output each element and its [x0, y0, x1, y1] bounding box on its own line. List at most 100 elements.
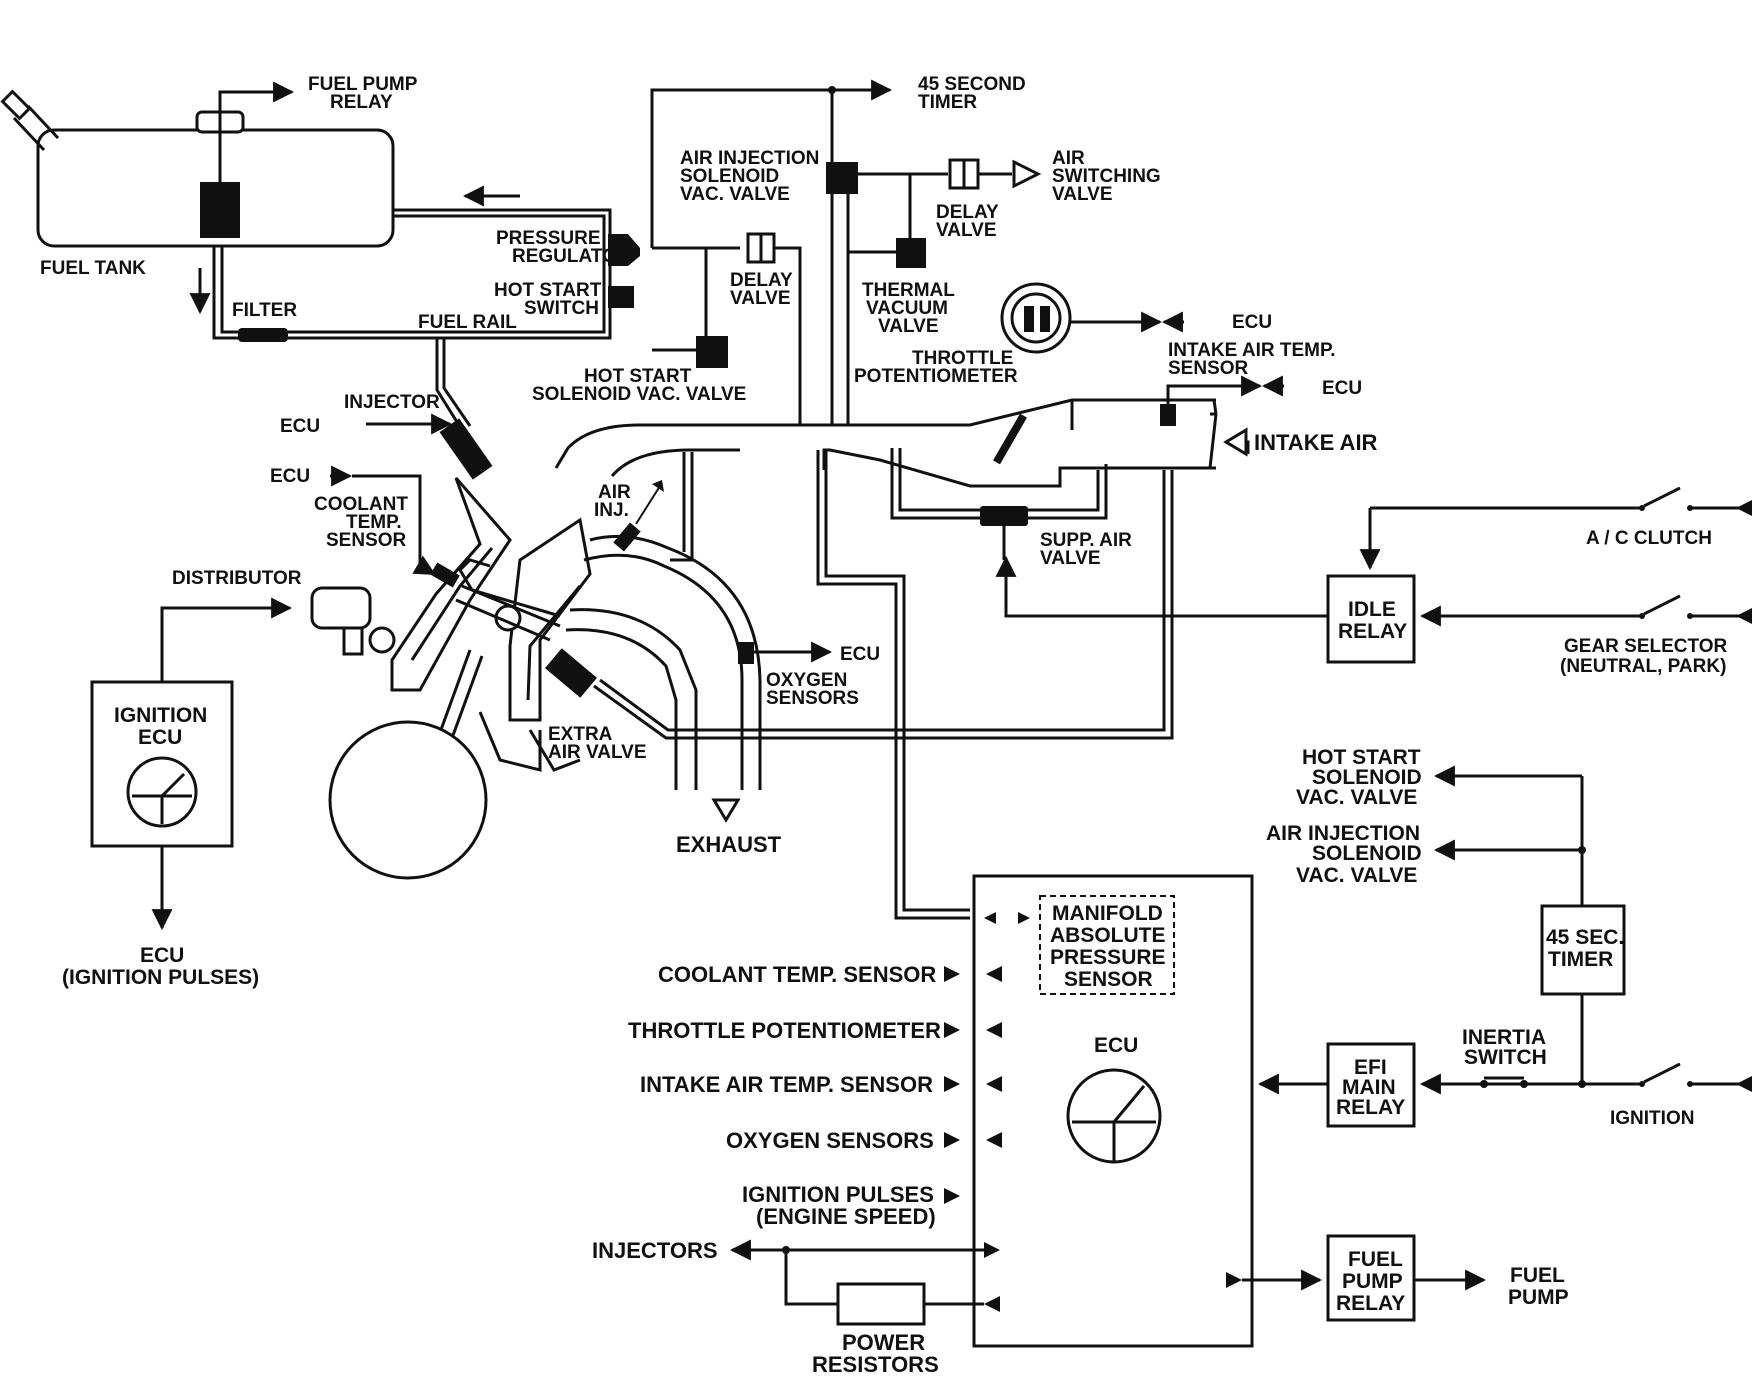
thermal-vacuum-valve-label-3: VALVE: [878, 316, 939, 337]
hot-start-switch: [608, 286, 634, 308]
fuel-pump-relay-label-2: RELAY: [330, 92, 393, 113]
supp-air-valve-label-2: VALVE: [1040, 548, 1101, 569]
ecu-intake-label: ECU: [1322, 378, 1362, 399]
fuel-pump-relay-box-label-2: PUMP: [1342, 1270, 1403, 1293]
ecu-input-intake-temp: INTAKE AIR TEMP. SENSOR: [640, 1072, 1002, 1097]
ecu-input-ignition-pulses-label: IGNITION PULSES: [742, 1182, 934, 1207]
hot-start-solenoid-label: HOT START: [584, 366, 692, 387]
extra-air-valve-label-2: AIR VALVE: [548, 742, 647, 763]
delay-valve-right-label: DELAY: [936, 202, 999, 223]
air-injection-solenoid-label: AIR INJECTION: [680, 148, 819, 169]
pressure-regulator: [608, 234, 640, 266]
timer-45-second-label: 45 SECOND: [918, 74, 1026, 95]
intake-manifold: [554, 398, 1218, 488]
ignition-ecu-symbol: [126, 756, 198, 828]
supp-air-valve: [980, 506, 1028, 526]
ecu-injector-label: ECU: [280, 416, 320, 437]
ecu-ignition-pulses-label-2: (IGNITION PULSES): [62, 966, 259, 989]
throttle-potentiometer-label: THROTTLE: [912, 348, 1013, 369]
hot-start-switch-label: HOT START: [494, 280, 602, 301]
idle-relay-label: IDLE: [1348, 598, 1396, 621]
ignition-switch: [1639, 1062, 1752, 1092]
oxygen-sensors-label: OXYGEN: [766, 670, 847, 691]
intake-air-temp-label: INTAKE AIR TEMP.: [1168, 340, 1336, 361]
thermal-vacuum-valve: [896, 238, 926, 268]
air-injection-solenoid-vac-valve: [826, 162, 858, 194]
fuel-pump-relay-box-label-3: RELAY: [1336, 1292, 1405, 1315]
power-resistors-label-2: RESISTORS: [812, 1352, 939, 1376]
map-sensor-label-4: SENSOR: [1064, 968, 1153, 991]
coolant-temp-label-3: SENSOR: [326, 530, 407, 551]
air-switching-valve-arrow: [1012, 159, 1042, 189]
ecu-throttle-label: ECU: [1232, 312, 1272, 333]
fuel-supply-line: [212, 246, 450, 340]
idle-relay-label-2: RELAY: [1338, 620, 1407, 643]
gear-selector-label-2: (NEUTRAL, PARK): [1560, 656, 1726, 677]
injectors-label: INJECTORS: [592, 1238, 718, 1263]
fuel-pump-label: FUEL: [1510, 1264, 1565, 1287]
fuel-pump-relay-box: [1326, 1234, 1416, 1322]
air-injection-right-label-3: VAC. VALVE: [1296, 864, 1417, 887]
map-sensor-label: MANIFOLD: [1052, 902, 1163, 925]
intake-air-label: INTAKE AIR: [1254, 430, 1378, 455]
fuel-tank-label: FUEL TANK: [40, 258, 146, 279]
air-inj-label-2: INJ.: [594, 500, 629, 521]
crankshaft: [328, 720, 488, 880]
ecu-input-ignition-pulses: IGNITION PULSES (ENGINE SPEED): [742, 1182, 960, 1229]
efi-main-relay-label-3: RELAY: [1336, 1096, 1405, 1119]
oxygen-sensor: [738, 642, 754, 664]
ecu-input-ignition-pulses-label-2: (ENGINE SPEED): [756, 1204, 936, 1229]
map-sensor-label-3: PRESSURE: [1050, 946, 1166, 969]
gear-selector-label: GEAR SELECTOR: [1564, 636, 1728, 657]
timer-45-sec-label: 45 SEC.: [1546, 926, 1624, 949]
fuel-rail-label: FUEL RAIL: [418, 312, 517, 333]
oxygen-sensors-label-2: SENSORS: [766, 688, 859, 709]
air-inj-label: AIR: [598, 482, 631, 503]
air-switching-valve-label-3: VALVE: [1052, 184, 1113, 205]
ignition-ecu-label-2: ECU: [138, 726, 182, 749]
ecu-coolant-label: ECU: [270, 466, 310, 487]
timer-45-sec-label-2: TIMER: [1548, 948, 1613, 971]
hot-start-right-label-2: SOLENOID: [1312, 766, 1422, 789]
air-switching-valve-label: AIR: [1052, 148, 1085, 169]
inertia-switch-label: INERTIA: [1462, 1026, 1546, 1049]
exhaust-arrow: [711, 798, 741, 823]
ecu-main-symbol: [1066, 1068, 1162, 1164]
power-resistors-label: POWER: [842, 1330, 925, 1355]
timer-45-second-label-2: TIMER: [918, 92, 977, 113]
coolant-temp-label-2: TEMP.: [346, 512, 402, 533]
hot-start-right-label-3: VAC. VALVE: [1296, 786, 1417, 809]
air-injection-solenoid-label-2: SOLENOID: [680, 166, 779, 187]
ac-clutch-switch: [1639, 486, 1752, 516]
efi-main-relay-label: EFI: [1354, 1056, 1387, 1079]
exhaust-label: EXHAUST: [676, 832, 782, 857]
ac-clutch-label: A / C CLUTCH: [1586, 528, 1712, 549]
fuel-pump-in-tank: [200, 182, 240, 238]
ignition-ecu-label: IGNITION: [114, 704, 207, 727]
hot-start-solenoid-label-2: SOLENOID VAC. VALVE: [532, 384, 746, 405]
efi-main-relay-label-2: MAIN: [1342, 1076, 1396, 1099]
thermal-vacuum-valve-label: THERMAL: [862, 280, 955, 301]
fuel-pump-relay-box-label: FUEL: [1348, 1248, 1403, 1271]
air-injection-right-label-2: SOLENOID: [1312, 842, 1422, 865]
air-switching-valve-label-2: SWITCHING: [1052, 166, 1161, 187]
air-inj-line: [670, 452, 694, 562]
fuel-tank: [0, 81, 520, 315]
gear-selector-switch: [1639, 594, 1752, 624]
ecu-ignition-pulses-label: ECU: [140, 944, 184, 967]
intake-air-temp-label-2: SENSOR: [1168, 358, 1249, 379]
power-resistors: [836, 1282, 926, 1326]
delay-valve-left-label-2: VALVE: [730, 288, 791, 309]
pressure-regulator-label-2: REGULATOR: [512, 246, 631, 267]
ignition-label: IGNITION: [1610, 1108, 1694, 1129]
inertia-switch: [1480, 1076, 1528, 1088]
map-sensor-box: [1039, 895, 1175, 995]
ecu-input-oxygen-label: OXYGEN SENSORS: [726, 1128, 934, 1153]
coolant-temp-label: COOLANT: [314, 494, 408, 515]
filter-label: FILTER: [232, 300, 297, 321]
filler-neck: [0, 89, 60, 152]
fuel-filter: [238, 328, 288, 342]
injector: [439, 418, 493, 480]
throttle-plate: [993, 413, 1027, 465]
